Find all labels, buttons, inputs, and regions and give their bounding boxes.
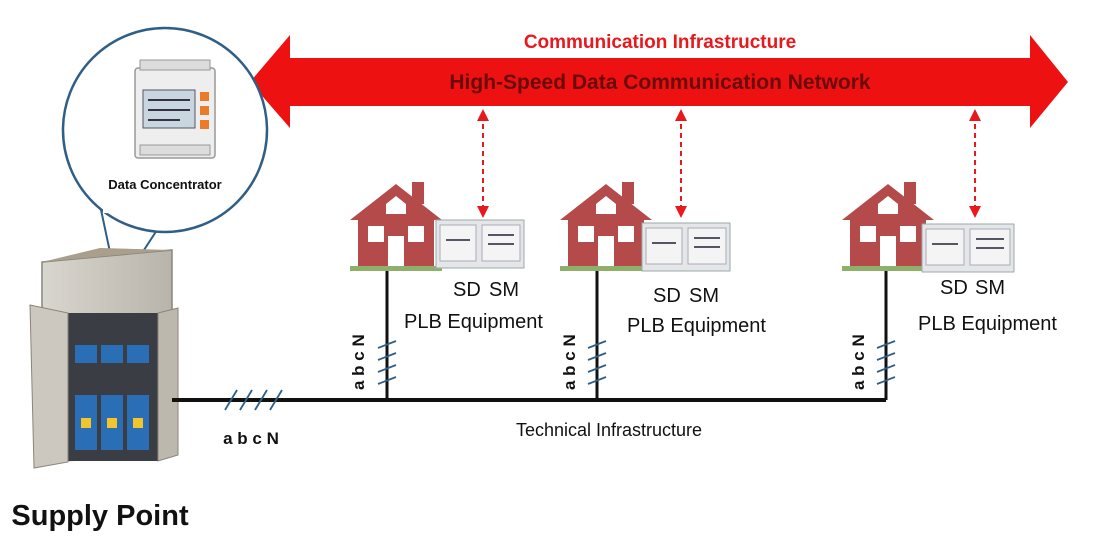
meter-icon [641,222,731,272]
sm-label-3: SM [975,277,1005,299]
house-3: SD SM PLB Equipment [842,182,1057,335]
cabinet-icon [29,248,179,469]
main-phase-label: a b c N [223,429,279,448]
house-icon [350,182,442,271]
house-icon [842,182,934,271]
data-concentrator-icon [134,59,216,159]
sd-label-1: SD [453,279,481,301]
house-2-phase-ticks [587,340,607,385]
equipment-label-2: PLB Equipment [627,315,766,337]
house-3-phase-ticks [876,340,896,385]
equipment-label-3: PLB Equipment [918,313,1057,335]
double-arrow-icon [250,35,1068,128]
communication-links [477,109,981,218]
meter-icon [435,219,525,269]
data-concentrator-callout: Data Concentrator [61,26,269,293]
network-label: High-Speed Data Communication Network [449,71,871,94]
feeder-line [172,268,888,402]
sm-label-1: SM [489,279,519,301]
communication-infrastructure-label: Communication Infrastructure [524,32,796,53]
house-1-phase-ticks [377,340,397,385]
house-1: SD SM PLB Equipment [350,182,543,333]
equipment-label-1: PLB Equipment [404,311,543,333]
supply-point-label: Supply Point [11,500,189,532]
network-arrow: Communication Infrastructure High-Speed … [250,32,1068,128]
house-icon [560,182,652,271]
technical-infrastructure-label: Technical Infrastructure [516,420,702,440]
data-concentrator-label: Data Concentrator [108,177,221,192]
house-3-phase-label: a b c N [849,334,868,390]
house-2-phase-label: a b c N [560,334,579,390]
house-1-phase-label: a b c N [349,334,368,390]
sm-label-2: SM [689,285,719,307]
sd-label-2: SD [653,285,681,307]
meter-icon [921,223,1015,273]
sd-label-3: SD [940,277,968,299]
house-2: SD SM PLB Equipment [560,182,766,337]
main-phase-ticks [224,389,283,411]
